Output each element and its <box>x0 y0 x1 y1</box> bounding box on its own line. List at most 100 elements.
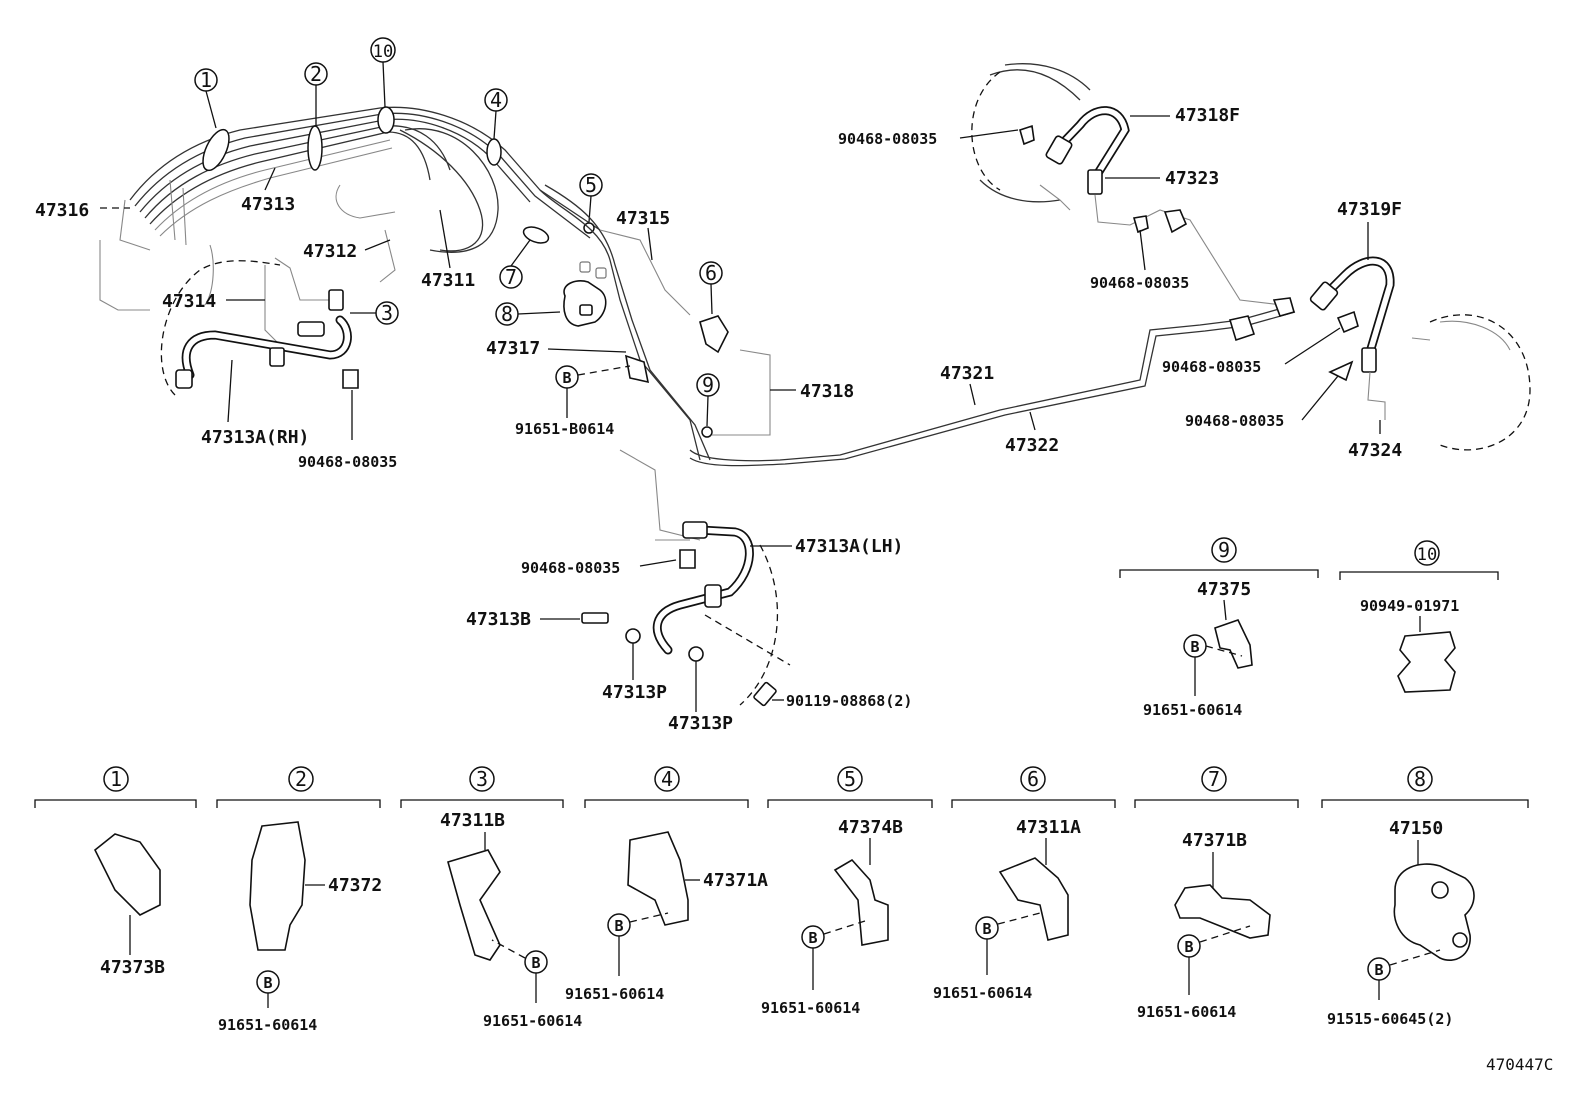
label-47313b: 47313B <box>466 609 531 630</box>
label-47321: 47321 <box>940 363 994 384</box>
label-90468-lh: 90468-08035 <box>521 559 620 577</box>
detail-3-number: 3 <box>476 767 488 791</box>
clamp-47374b <box>833 858 889 946</box>
detail-8-b-marker: B <box>1374 961 1383 979</box>
label-47315: 47315 <box>616 208 670 229</box>
callouts: 1 2 10 4 5 3 7 8 6 9 <box>194 37 723 427</box>
callout-8-text: 8 <box>501 302 513 326</box>
label-47313A-rh: 47313A(RH) <box>201 427 309 448</box>
clamp-47317 <box>624 354 650 384</box>
clamp-47372 <box>249 821 306 951</box>
detail-2-number: 2 <box>295 767 307 791</box>
label-47316: 47316 <box>35 200 89 221</box>
detail-4-part-2: 91651-60614 <box>565 985 664 1003</box>
bolt-47313b <box>581 612 609 624</box>
callout-6-text: 6 <box>705 261 717 285</box>
bolt-90119 <box>753 681 777 707</box>
detail-9: 9 47375 B 91651-60614 <box>1119 537 1319 719</box>
callout-10-text: 10 <box>373 42 393 62</box>
clamp-90949 <box>1397 631 1456 693</box>
detail-6-part-2: 91651-60614 <box>933 984 1032 1002</box>
detail-5-part-2: 91651-60614 <box>761 999 860 1017</box>
detail-3-part-2: 91651-60614 <box>483 1012 582 1030</box>
hose-bracket-rh <box>269 347 285 367</box>
detail-3: 3 47311B B 91651-60614 <box>400 766 582 1030</box>
clamp-47375 <box>1214 619 1253 669</box>
label-47313p-2: 47313P <box>668 713 733 734</box>
label-47317: 47317 <box>486 338 540 359</box>
detail-4-number: 4 <box>661 767 673 791</box>
detail-9-part-2: 91651-60614 <box>1143 701 1242 719</box>
clip-rh <box>328 289 344 311</box>
detail-4-part-1: 47371A <box>703 870 768 891</box>
callout-2-text: 2 <box>310 62 322 86</box>
callout-9-text: 9 <box>702 373 714 397</box>
label-47312: 47312 <box>303 241 357 262</box>
detail-9-number: 9 <box>1218 538 1230 562</box>
callout-5-text: 5 <box>585 173 597 197</box>
detail-5-b-marker: B <box>808 929 817 947</box>
detail-2: 2 47372 B 91651-60614 <box>216 766 382 1034</box>
detail-1: 1 47373B <box>34 766 197 978</box>
detail-4-b-marker: B <box>614 917 623 935</box>
front-lh-hose-assembly <box>581 521 791 707</box>
label-47318: 47318 <box>800 381 854 402</box>
label-47323: 47323 <box>1165 168 1219 189</box>
clamp-6 <box>699 315 729 354</box>
clamp-4 <box>486 138 502 166</box>
label-47313: 47313 <box>241 194 295 215</box>
label-47318f: 47318F <box>1175 105 1240 126</box>
detail-3-part-1: 47311B <box>440 810 505 831</box>
detail-2-part-2: 91651-60614 <box>218 1016 317 1034</box>
detail-9-part-1: 47375 <box>1197 579 1251 600</box>
detail-6: 6 47311A B 91651-60614 <box>933 766 1116 1002</box>
detail-8-number: 8 <box>1414 767 1426 791</box>
b-marker-text: B <box>562 369 571 387</box>
clamp-47311a <box>998 857 1069 941</box>
clamp-9 <box>701 426 713 438</box>
detail-3-b-marker: B <box>531 954 540 972</box>
clamp-47371a <box>627 831 689 926</box>
label-90468-top1: 90468-08035 <box>838 130 937 148</box>
callout-3-text: 3 <box>381 301 393 325</box>
clamp-47311b <box>447 849 501 961</box>
label-47319f: 47319F <box>1337 199 1402 220</box>
detail-2-part-1: 47372 <box>328 875 382 896</box>
label-90119: 90119-08868(2) <box>786 692 912 710</box>
clamp-10 <box>377 106 395 134</box>
detail-7-b-marker: B <box>1184 938 1193 956</box>
rear-brake-assembly <box>971 63 1531 451</box>
detail-10: 10 90949-01971 <box>1339 540 1499 693</box>
detail-7-part-1: 47371B <box>1182 830 1247 851</box>
label-47324: 47324 <box>1348 440 1402 461</box>
detail-5-part-1: 47374B <box>838 817 903 838</box>
detail-7-number: 7 <box>1208 767 1220 791</box>
label-47313A-lh: 47313A(LH) <box>795 536 903 557</box>
detail-8: 8 47150 B 91515-60645(2) <box>1321 766 1529 1028</box>
three-way-valve <box>563 280 607 327</box>
detail-10-number: 10 <box>1417 545 1437 565</box>
detail-6-b-marker: B <box>982 920 991 938</box>
clamp-1 <box>202 128 230 172</box>
detail-8-part-1: 47150 <box>1389 818 1443 839</box>
label-47314: 47314 <box>162 291 216 312</box>
front-pipe-bundle <box>99 106 601 311</box>
label-47313p-1: 47313P <box>602 682 667 703</box>
callout-7-text: 7 <box>505 265 517 289</box>
detail-1-part-1: 47373B <box>100 957 165 978</box>
detail-4: 4 47371A B 91651-60614 <box>565 766 768 1003</box>
clamp-2 <box>307 125 323 171</box>
clamp-47371b <box>1174 884 1271 939</box>
label-90468-r2: 90468-08035 <box>1185 412 1284 430</box>
detail-6-part-1: 47311A <box>1016 817 1081 838</box>
clamp-47373b <box>93 833 161 916</box>
detail-10-part-1: 90949-01971 <box>1360 597 1459 615</box>
callout-1-text: 1 <box>200 68 212 92</box>
middle-pipes <box>539 184 1296 541</box>
detail-7: 7 47371B B 91651-60614 <box>1134 766 1299 1021</box>
front-rh-hose-assembly <box>160 257 359 440</box>
detail-2-b-marker: B <box>263 974 272 992</box>
detail-5: 5 47374B B 91651-60614 <box>761 766 933 1017</box>
detail-6-number: 6 <box>1027 767 1039 791</box>
detail-7-part-2: 91651-60614 <box>1137 1003 1236 1021</box>
